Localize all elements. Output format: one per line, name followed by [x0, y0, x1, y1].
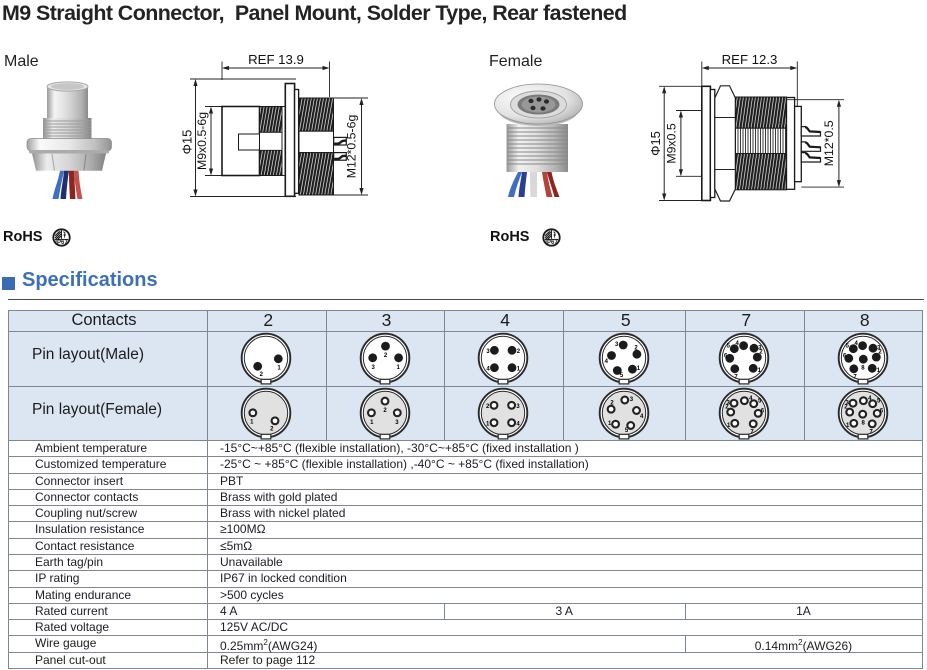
svg-text:5: 5	[845, 343, 849, 349]
svg-text:1: 1	[250, 420, 254, 426]
svg-text:3: 3	[615, 342, 619, 348]
svg-text:7: 7	[751, 430, 755, 436]
svg-text:5: 5	[758, 398, 762, 404]
svg-text:4: 4	[749, 396, 753, 402]
svg-text:2: 2	[260, 372, 264, 378]
svg-text:REF 12.3: REF 12.3	[722, 52, 778, 67]
svg-text:7: 7	[869, 430, 873, 436]
svg-text:3: 3	[395, 420, 399, 426]
svg-text:2: 2	[610, 400, 614, 406]
svg-text:Φ15: Φ15	[648, 131, 663, 156]
svg-text:2: 2	[270, 427, 274, 433]
svg-text:3: 3	[727, 401, 731, 407]
svg-text:5: 5	[727, 343, 731, 349]
svg-text:3: 3	[516, 404, 520, 410]
svg-text:1: 1	[876, 368, 880, 374]
svg-text:4: 4	[736, 341, 740, 347]
svg-text:1: 1	[727, 423, 731, 429]
svg-text:2: 2	[844, 405, 848, 411]
svg-text:3: 3	[877, 346, 881, 352]
svg-text:2: 2	[878, 350, 882, 356]
svg-text:6: 6	[843, 353, 847, 359]
svg-text:M12*0.5: M12*0.5	[822, 120, 836, 166]
svg-text:3: 3	[845, 401, 849, 407]
svg-text:1: 1	[517, 367, 521, 373]
svg-text:2: 2	[725, 405, 729, 411]
svg-text:7: 7	[735, 375, 739, 381]
svg-text:1: 1	[486, 422, 490, 428]
svg-text:4: 4	[604, 359, 608, 365]
svg-text:6: 6	[761, 408, 765, 414]
svg-text:1: 1	[637, 366, 641, 372]
svg-text:2: 2	[383, 353, 387, 359]
svg-text:3: 3	[486, 349, 490, 355]
svg-text:4: 4	[486, 367, 490, 373]
svg-text:IP67: IP67	[55, 240, 68, 246]
svg-text:1: 1	[396, 365, 400, 371]
svg-text:3: 3	[758, 346, 762, 352]
svg-text:6: 6	[724, 353, 728, 359]
svg-text:4: 4	[640, 414, 644, 420]
svg-text:1: 1	[278, 365, 282, 371]
svg-text:2: 2	[760, 350, 764, 356]
svg-text:1: 1	[846, 423, 850, 429]
svg-text:3: 3	[371, 365, 375, 371]
svg-text:4: 4	[854, 341, 858, 347]
svg-text:M9x0.5: M9x0.5	[665, 123, 679, 163]
svg-text:REF 13.9: REF 13.9	[248, 52, 304, 67]
svg-text:8: 8	[861, 366, 865, 372]
svg-text:IP67: IP67	[545, 240, 558, 246]
svg-text:2: 2	[634, 345, 638, 351]
svg-text:8: 8	[861, 421, 865, 427]
svg-text:5: 5	[877, 398, 881, 404]
svg-text:7: 7	[853, 375, 857, 381]
svg-text:Φ15: Φ15	[180, 130, 195, 155]
svg-text:5: 5	[625, 428, 629, 434]
svg-text:6: 6	[879, 408, 883, 414]
svg-text:1: 1	[370, 420, 374, 426]
svg-text:1: 1	[758, 368, 762, 374]
svg-text:M12*0.5-6g: M12*0.5-6g	[345, 115, 359, 179]
svg-text:1: 1	[608, 421, 612, 427]
svg-text:5: 5	[620, 373, 624, 379]
svg-text:M9x0.5-6g: M9x0.5-6g	[195, 112, 209, 170]
svg-text:2: 2	[486, 404, 490, 410]
svg-text:4: 4	[868, 396, 872, 402]
svg-text:3: 3	[630, 397, 634, 403]
svg-text:2: 2	[383, 408, 387, 414]
svg-text:2: 2	[517, 349, 521, 355]
svg-text:4: 4	[516, 422, 520, 428]
